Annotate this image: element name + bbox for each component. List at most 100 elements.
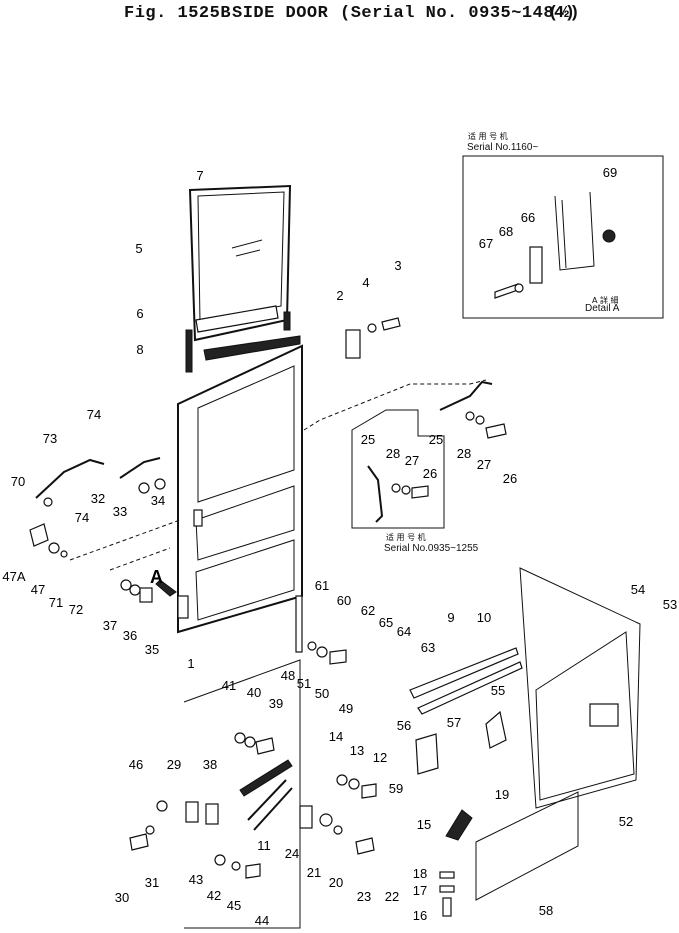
handle-variant-jp-note: 适 用 号 机: [386, 533, 426, 542]
callout-8: 8: [136, 342, 143, 357]
detail-a-jp-note: 适 用 号 机: [468, 132, 508, 141]
callout-69: 69: [603, 165, 617, 180]
callout-59: 59: [389, 781, 403, 796]
callout-20: 20: [329, 875, 343, 890]
callout-43: 43: [189, 872, 203, 887]
callout-36: 36: [123, 628, 137, 643]
callout-52: 52: [619, 814, 633, 829]
callout-9: 9: [447, 610, 454, 625]
lower-mechanism: [129, 595, 377, 929]
door-frame: [177, 344, 303, 634]
detail-a-label: Detail A: [585, 303, 620, 314]
callout-42: 42: [207, 888, 221, 903]
callout-33: 33: [113, 504, 127, 519]
callout-19: 19: [495, 787, 509, 802]
callout-22: 22: [385, 889, 399, 904]
figure-serial: (Serial No. 0935~1484): [340, 4, 576, 23]
callout-51: 51: [297, 676, 311, 691]
callout-73: 73: [43, 431, 57, 446]
callout-27: 27: [477, 457, 491, 472]
detail-a-frame: [462, 155, 664, 319]
callout-39: 39: [269, 696, 283, 711]
callout-11: 11: [257, 838, 271, 853]
handle-variant-serial: Serial No.0935~1255: [384, 543, 479, 554]
callout-17: 17: [413, 883, 427, 898]
callout-15: 15: [417, 817, 431, 832]
callout-44: 44: [255, 913, 269, 928]
callout-12: 12: [373, 750, 387, 765]
callout-24: 24: [285, 846, 299, 861]
callout-70: 70: [11, 474, 25, 489]
callout-50: 50: [315, 686, 329, 701]
callout-56: 56: [397, 718, 411, 733]
detail-a-serial: Serial No.1160~: [467, 142, 539, 153]
callout-37: 37: [103, 618, 117, 633]
callout-74-top: 74: [87, 407, 101, 422]
callout-6: 6: [136, 306, 143, 321]
callout-47a: 47A: [2, 569, 25, 584]
callout-55: 55: [491, 683, 505, 698]
callout-58: 58: [539, 903, 553, 918]
hinge-parts: [303, 317, 507, 439]
callout-57: 57: [447, 715, 461, 730]
callout-7: 7: [196, 168, 203, 183]
callout-60: 60: [337, 593, 351, 608]
callout-31: 31: [145, 875, 159, 890]
callout-41: 41: [222, 678, 236, 693]
view-arrow-a: A: [150, 567, 177, 597]
callout-49: 49: [339, 701, 353, 716]
latch-parts: [29, 457, 181, 603]
callout-46: 46: [129, 757, 143, 772]
callout-53: 53: [663, 597, 677, 612]
callout-47: 47: [31, 582, 45, 597]
callout-27-inset: 27: [405, 453, 419, 468]
callout-74-bottom: 74: [75, 510, 89, 525]
callout-4: 4: [362, 275, 369, 290]
callout-26-inset: 26: [423, 466, 437, 481]
callout-13: 13: [350, 743, 364, 758]
callout-65: 65: [379, 615, 393, 630]
callout-numbers: 1 2 3 4 5 6 7 8 9 10 11 12 13 14 15 16 1…: [2, 165, 677, 928]
door-glass: [185, 184, 301, 373]
callout-54: 54: [631, 582, 645, 597]
callout-72: 72: [69, 602, 83, 617]
callout-67: 67: [479, 236, 493, 251]
callout-71: 71: [49, 595, 63, 610]
figure-label: Fig. 1525B: [124, 4, 232, 23]
callout-38: 38: [203, 757, 217, 772]
figure-sheet: (½): [548, 4, 581, 23]
side-plate: [409, 567, 641, 917]
callout-14: 14: [329, 729, 343, 744]
callout-30: 30: [115, 890, 129, 905]
callout-26: 26: [503, 471, 517, 486]
callout-2: 2: [336, 288, 343, 303]
callout-66: 66: [521, 210, 535, 225]
callout-25-inset: 25: [361, 432, 375, 447]
callout-61: 61: [315, 578, 329, 593]
callout-28-inset: 28: [386, 446, 400, 461]
callout-1: 1: [187, 656, 194, 671]
callout-10: 10: [477, 610, 491, 625]
callout-62: 62: [361, 603, 375, 618]
arrow-a-label: A: [150, 567, 163, 587]
callout-34: 34: [151, 493, 165, 508]
callout-29: 29: [167, 757, 181, 772]
callout-21: 21: [307, 865, 321, 880]
callout-18: 18: [413, 866, 427, 881]
callout-64: 64: [397, 624, 411, 639]
callout-68: 68: [499, 224, 513, 239]
callout-63: 63: [421, 640, 435, 655]
callout-16: 16: [413, 908, 427, 923]
callout-48: 48: [281, 668, 295, 683]
callout-45: 45: [227, 898, 241, 913]
callout-23: 23: [357, 889, 371, 904]
detail-a-jp-label: A 詳 細: [592, 296, 619, 305]
callout-5: 5: [135, 241, 142, 256]
callout-28: 28: [457, 446, 471, 461]
callout-35: 35: [145, 642, 159, 657]
callout-40: 40: [247, 685, 261, 700]
handle-variant-frame: [351, 409, 445, 529]
figure-title: SIDE DOOR: [232, 4, 329, 23]
